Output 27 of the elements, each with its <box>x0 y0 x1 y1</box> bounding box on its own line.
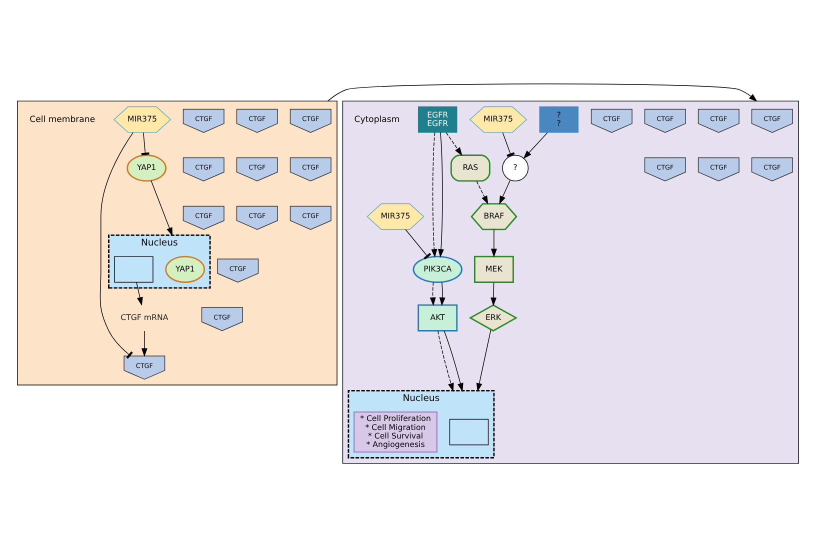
connector <box>405 228 432 260</box>
arrow <box>150 180 173 236</box>
label: Cytoplasm <box>354 114 400 124</box>
arrow <box>438 132 444 258</box>
arrow <box>141 330 148 356</box>
arrow <box>490 282 497 306</box>
connector <box>502 132 515 156</box>
arrow <box>430 281 436 306</box>
arrow <box>446 132 462 156</box>
cluster <box>342 100 799 464</box>
arrow <box>490 228 497 257</box>
arrow <box>438 330 454 392</box>
arrow <box>523 132 548 158</box>
cluster <box>17 100 338 385</box>
arrow <box>476 328 492 392</box>
connector <box>141 132 150 156</box>
node-box <box>449 418 489 445</box>
label: Cell membrane <box>30 114 96 124</box>
arrow <box>431 132 438 258</box>
node-box <box>114 256 154 282</box>
arrow <box>439 281 446 306</box>
arrow <box>327 83 758 102</box>
arrow <box>476 180 488 204</box>
arrow <box>499 179 511 204</box>
arrow <box>136 282 143 306</box>
connector <box>100 132 134 358</box>
arrow <box>444 330 464 392</box>
